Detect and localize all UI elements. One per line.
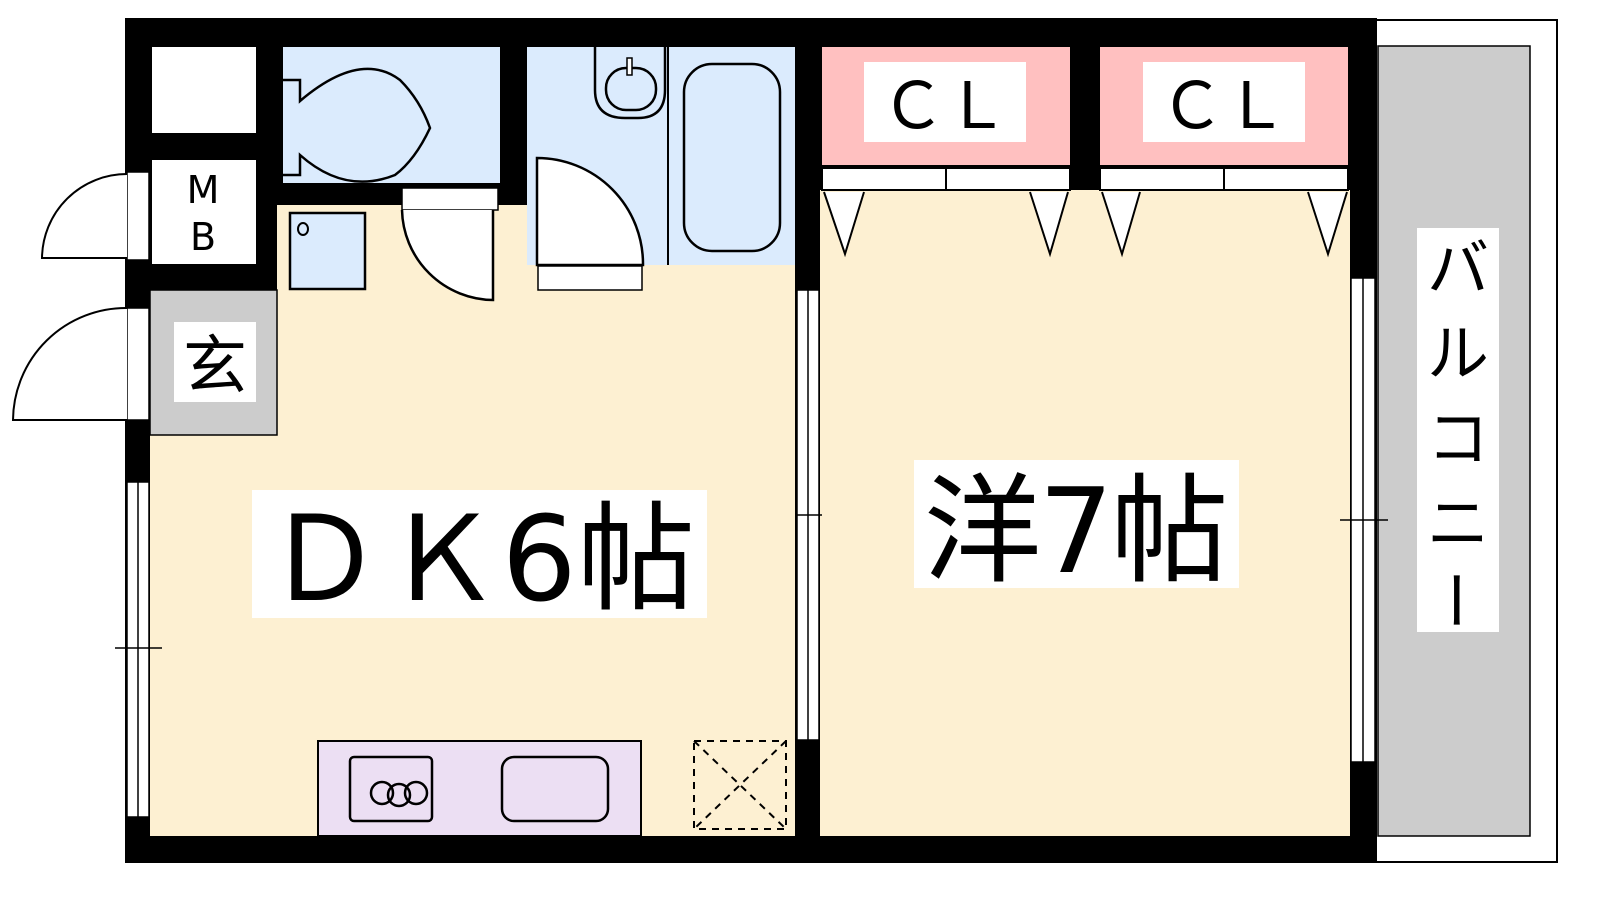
toilet-door-icon: [400, 209, 495, 302]
toilet-room: [283, 47, 500, 183]
balcony-char: ル: [1427, 317, 1489, 390]
toilet-door-frame: [401, 187, 499, 211]
balcony-char: コ: [1427, 402, 1489, 475]
balcony-label: バ ル コ ニ ー: [1418, 232, 1491, 631]
washing-machine-drain-icon: [297, 222, 309, 236]
storage: [152, 47, 256, 133]
balcony-label-bg: [1417, 228, 1499, 632]
genkan-label: 玄: [183, 330, 247, 404]
closet-1-label: ＣＬ: [881, 70, 1009, 144]
fridge-space: [693, 740, 787, 830]
bathtub-icon: [682, 62, 782, 253]
closet-2-label-bg: [1143, 62, 1305, 142]
closet-doors: [821, 167, 1349, 258]
faucet-icon: [626, 57, 633, 76]
toilet-icon: [283, 67, 432, 183]
entrance-door-frame: [126, 307, 150, 421]
sink-counter: [593, 47, 667, 120]
western-label-bg: [914, 460, 1239, 588]
western-label: 洋7帖: [924, 462, 1229, 600]
mb-label-m: M: [187, 168, 220, 212]
mb-label-b: B: [190, 215, 216, 259]
genkan-label-bg: [174, 322, 256, 402]
burner-icons: [369, 780, 429, 808]
balcony-char: ニ: [1427, 487, 1489, 560]
entrance-door-icon: [11, 306, 128, 421]
bath-door-frame: [537, 265, 643, 291]
bath-door-icon: [535, 156, 645, 267]
closet-1-label-bg: [864, 62, 1026, 142]
closet-2-label: ＣＬ: [1160, 70, 1288, 144]
dk-label: ＤＫ6帖: [265, 490, 695, 628]
stove: [348, 755, 434, 823]
kitchen-sink: [500, 755, 610, 823]
balcony-char: ー: [1418, 569, 1491, 631]
washing-machine: [288, 211, 367, 291]
balcony-char: バ: [1427, 232, 1489, 305]
mb-door-icon: [40, 173, 128, 259]
meter-box: [152, 160, 256, 264]
mb-door-frame: [126, 171, 150, 261]
dk-label-bg: [252, 490, 707, 618]
